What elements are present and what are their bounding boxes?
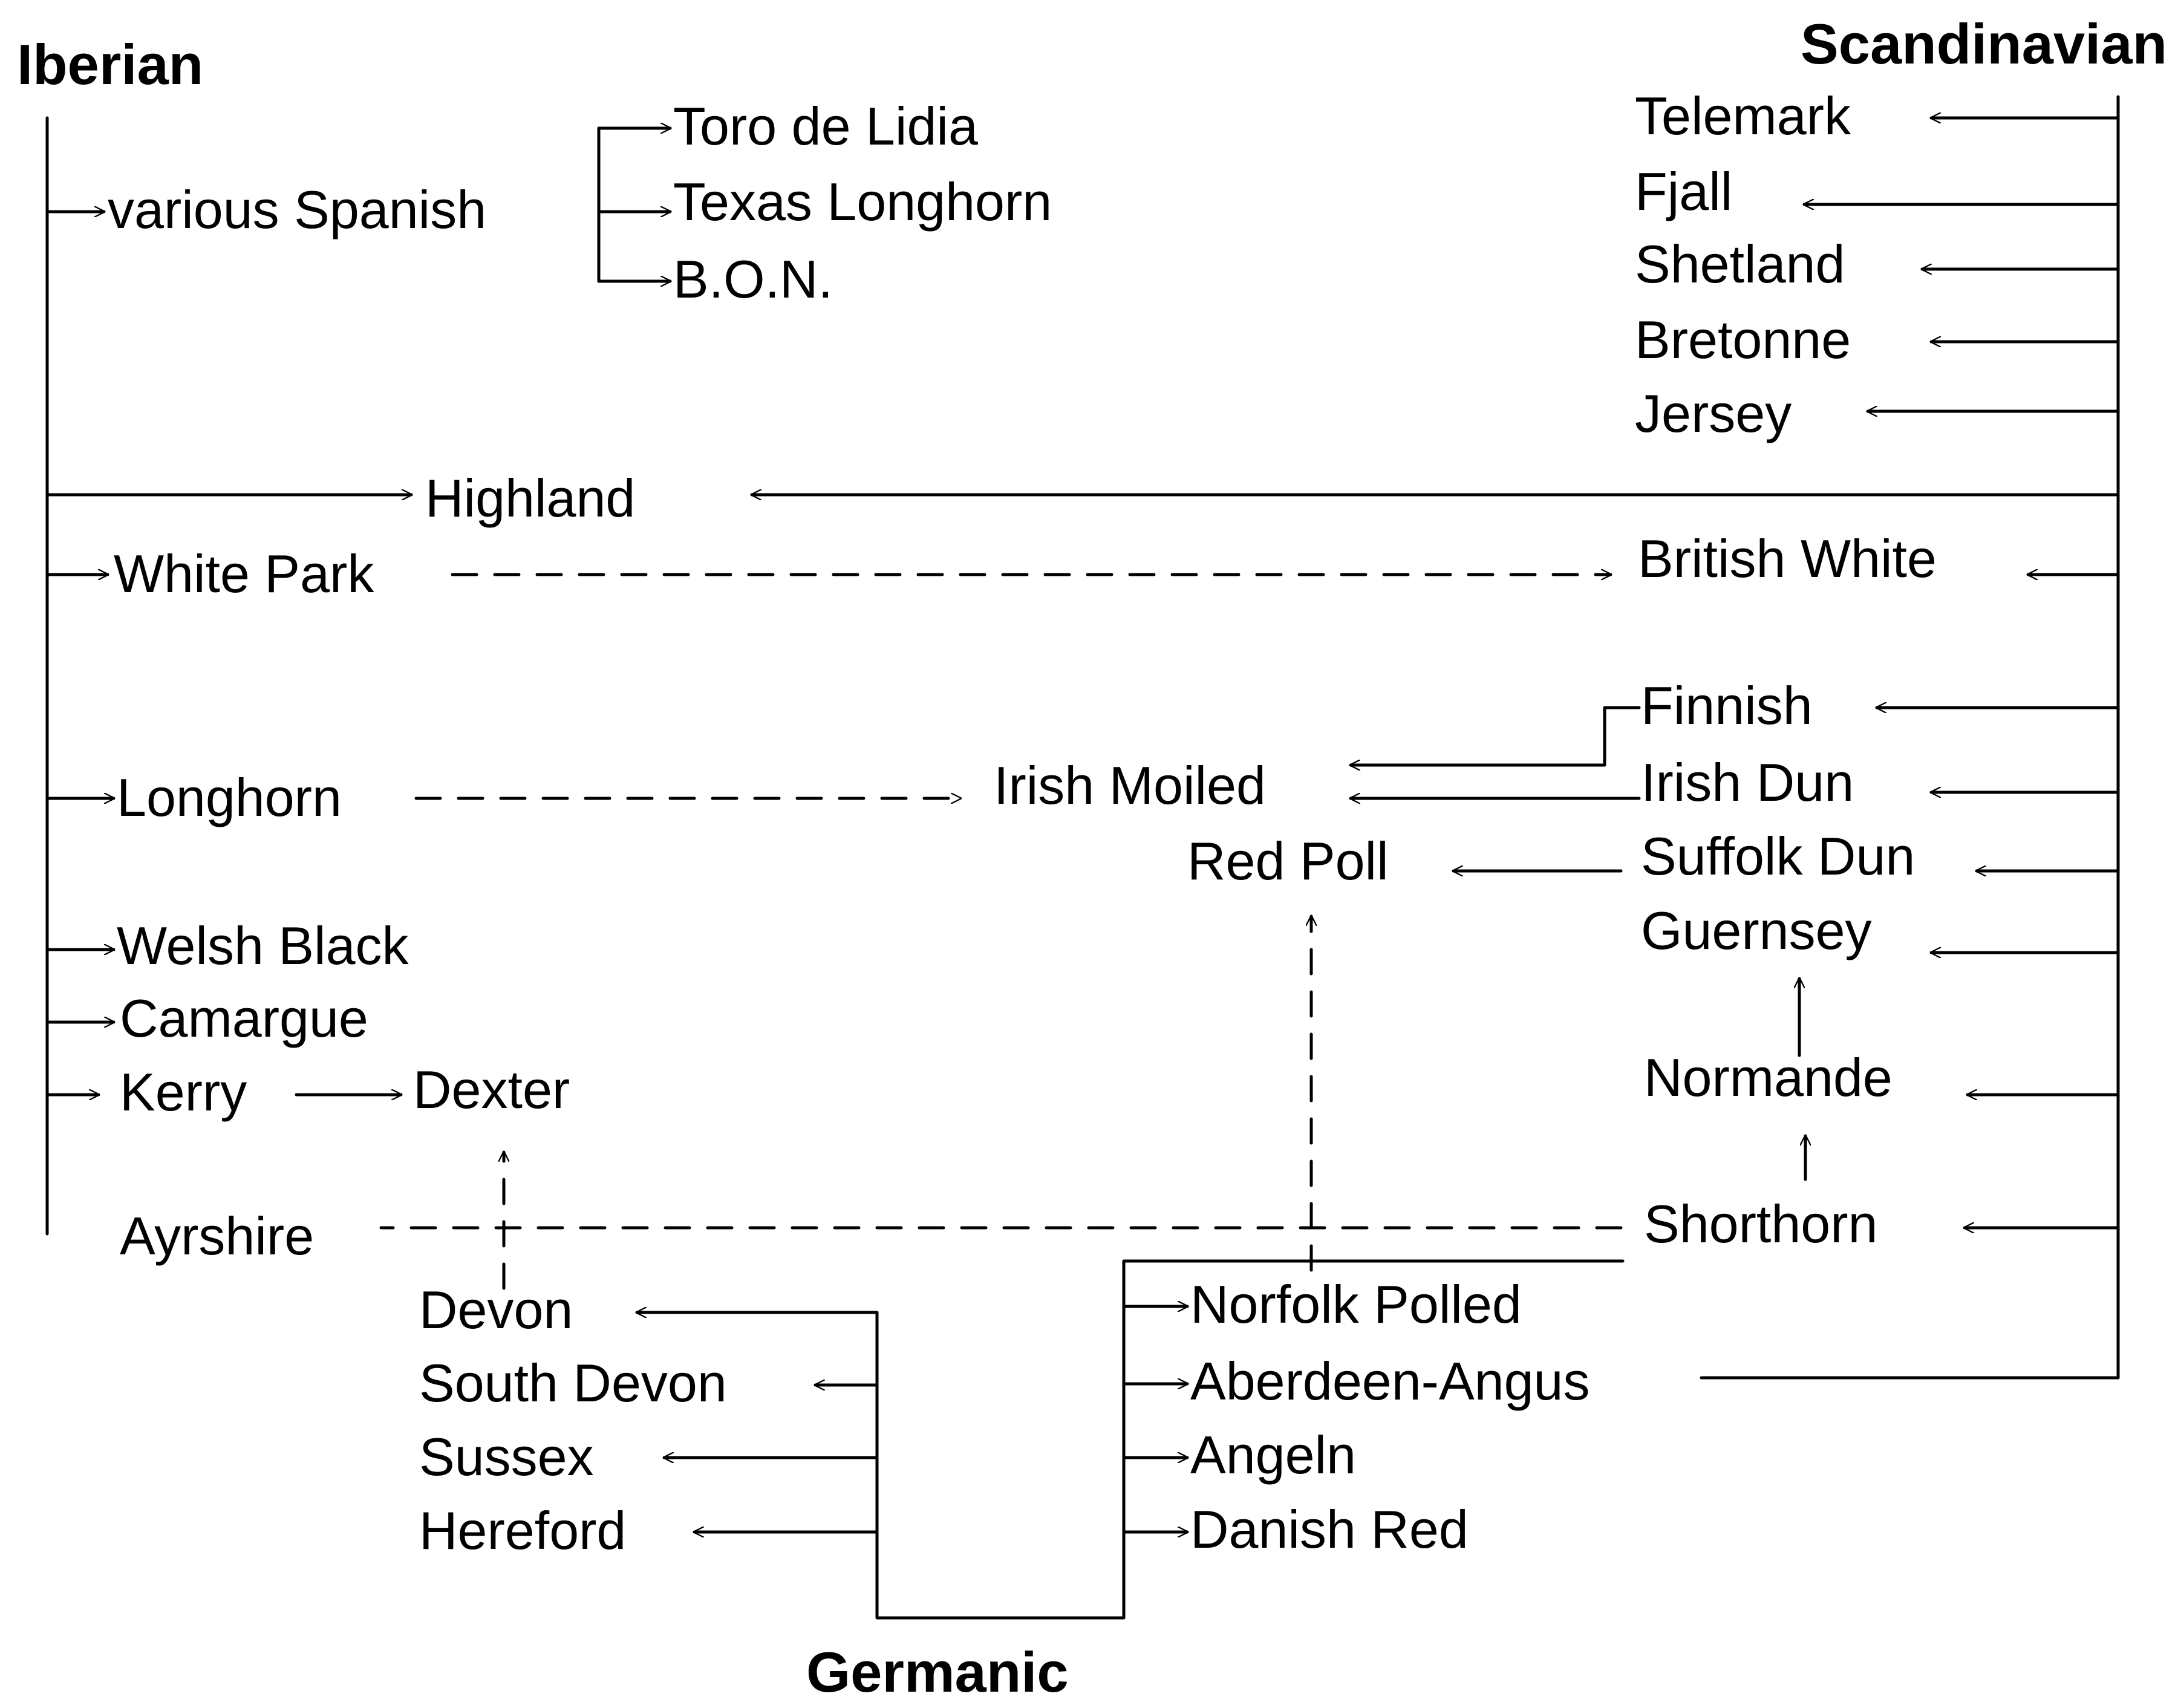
- breed-south-devon: South Devon: [419, 1353, 727, 1413]
- breed-angeln: Angeln: [1190, 1425, 1357, 1485]
- breed-dexter: Dexter: [413, 1060, 570, 1120]
- breed-hereford: Hereford: [419, 1501, 627, 1560]
- breed-ayrshire: Ayrshire: [120, 1206, 315, 1266]
- breed-guernsey: Guernsey: [1641, 901, 1872, 960]
- germanic-bracket: [875, 1259, 1625, 1620]
- breed-normande: Normande: [1644, 1048, 1893, 1107]
- group-scandinavian: Scandinavian: [1801, 12, 2167, 76]
- breed-sussex: Sussex: [419, 1427, 594, 1487]
- breed-camargue: Camargue: [120, 988, 368, 1048]
- breed-fjall: Fjall: [1635, 161, 1733, 221]
- breed-devon: Devon: [419, 1280, 573, 1340]
- breed-telemark: Telemark: [1635, 86, 1851, 146]
- breed-kerry: Kerry: [120, 1062, 247, 1122]
- breed-danish-red: Danish Red: [1190, 1499, 1469, 1559]
- breed-texas-longhorn: Texas Longhorn: [673, 172, 1052, 232]
- breed-finnish: Finnish: [1641, 676, 1813, 735]
- breed-shorthorn: Shorthorn: [1644, 1194, 1878, 1254]
- breed-jersey: Jersey: [1635, 383, 1792, 443]
- breed-various-spanish: various Spanish: [108, 180, 487, 240]
- breed-bon: B.O.N.: [673, 249, 833, 309]
- breed-irish-moiled: Irish Moiled: [994, 755, 1266, 815]
- breed-longhorn: Longhorn: [117, 768, 342, 827]
- group-germanic: Germanic: [806, 1640, 1069, 1704]
- breed-toro-de-lidia: Toro de Lidia: [673, 96, 978, 156]
- breed-irish-dun: Irish Dun: [1641, 752, 1854, 812]
- breed-bretonne: Bretonne: [1635, 310, 1851, 370]
- breed-british-white: British White: [1638, 529, 1937, 588]
- group-iberian: Iberian: [17, 33, 204, 96]
- breed-suffolk-dun: Suffolk Dun: [1641, 826, 1916, 886]
- breed-aberdeen-angus: Aberdeen-Angus: [1190, 1351, 1590, 1411]
- breed-shetland: Shetland: [1635, 234, 1845, 294]
- breed-red-poll: Red Poll: [1187, 831, 1389, 891]
- breed-norfolk-polled: Norfolk Polled: [1190, 1274, 1522, 1334]
- edge-finnish-irish-moiled: [1349, 706, 1641, 765]
- breed-welsh-black: Welsh Black: [117, 916, 409, 976]
- breed-white-park: White Park: [114, 544, 374, 604]
- breed-highland: Highland: [425, 468, 636, 528]
